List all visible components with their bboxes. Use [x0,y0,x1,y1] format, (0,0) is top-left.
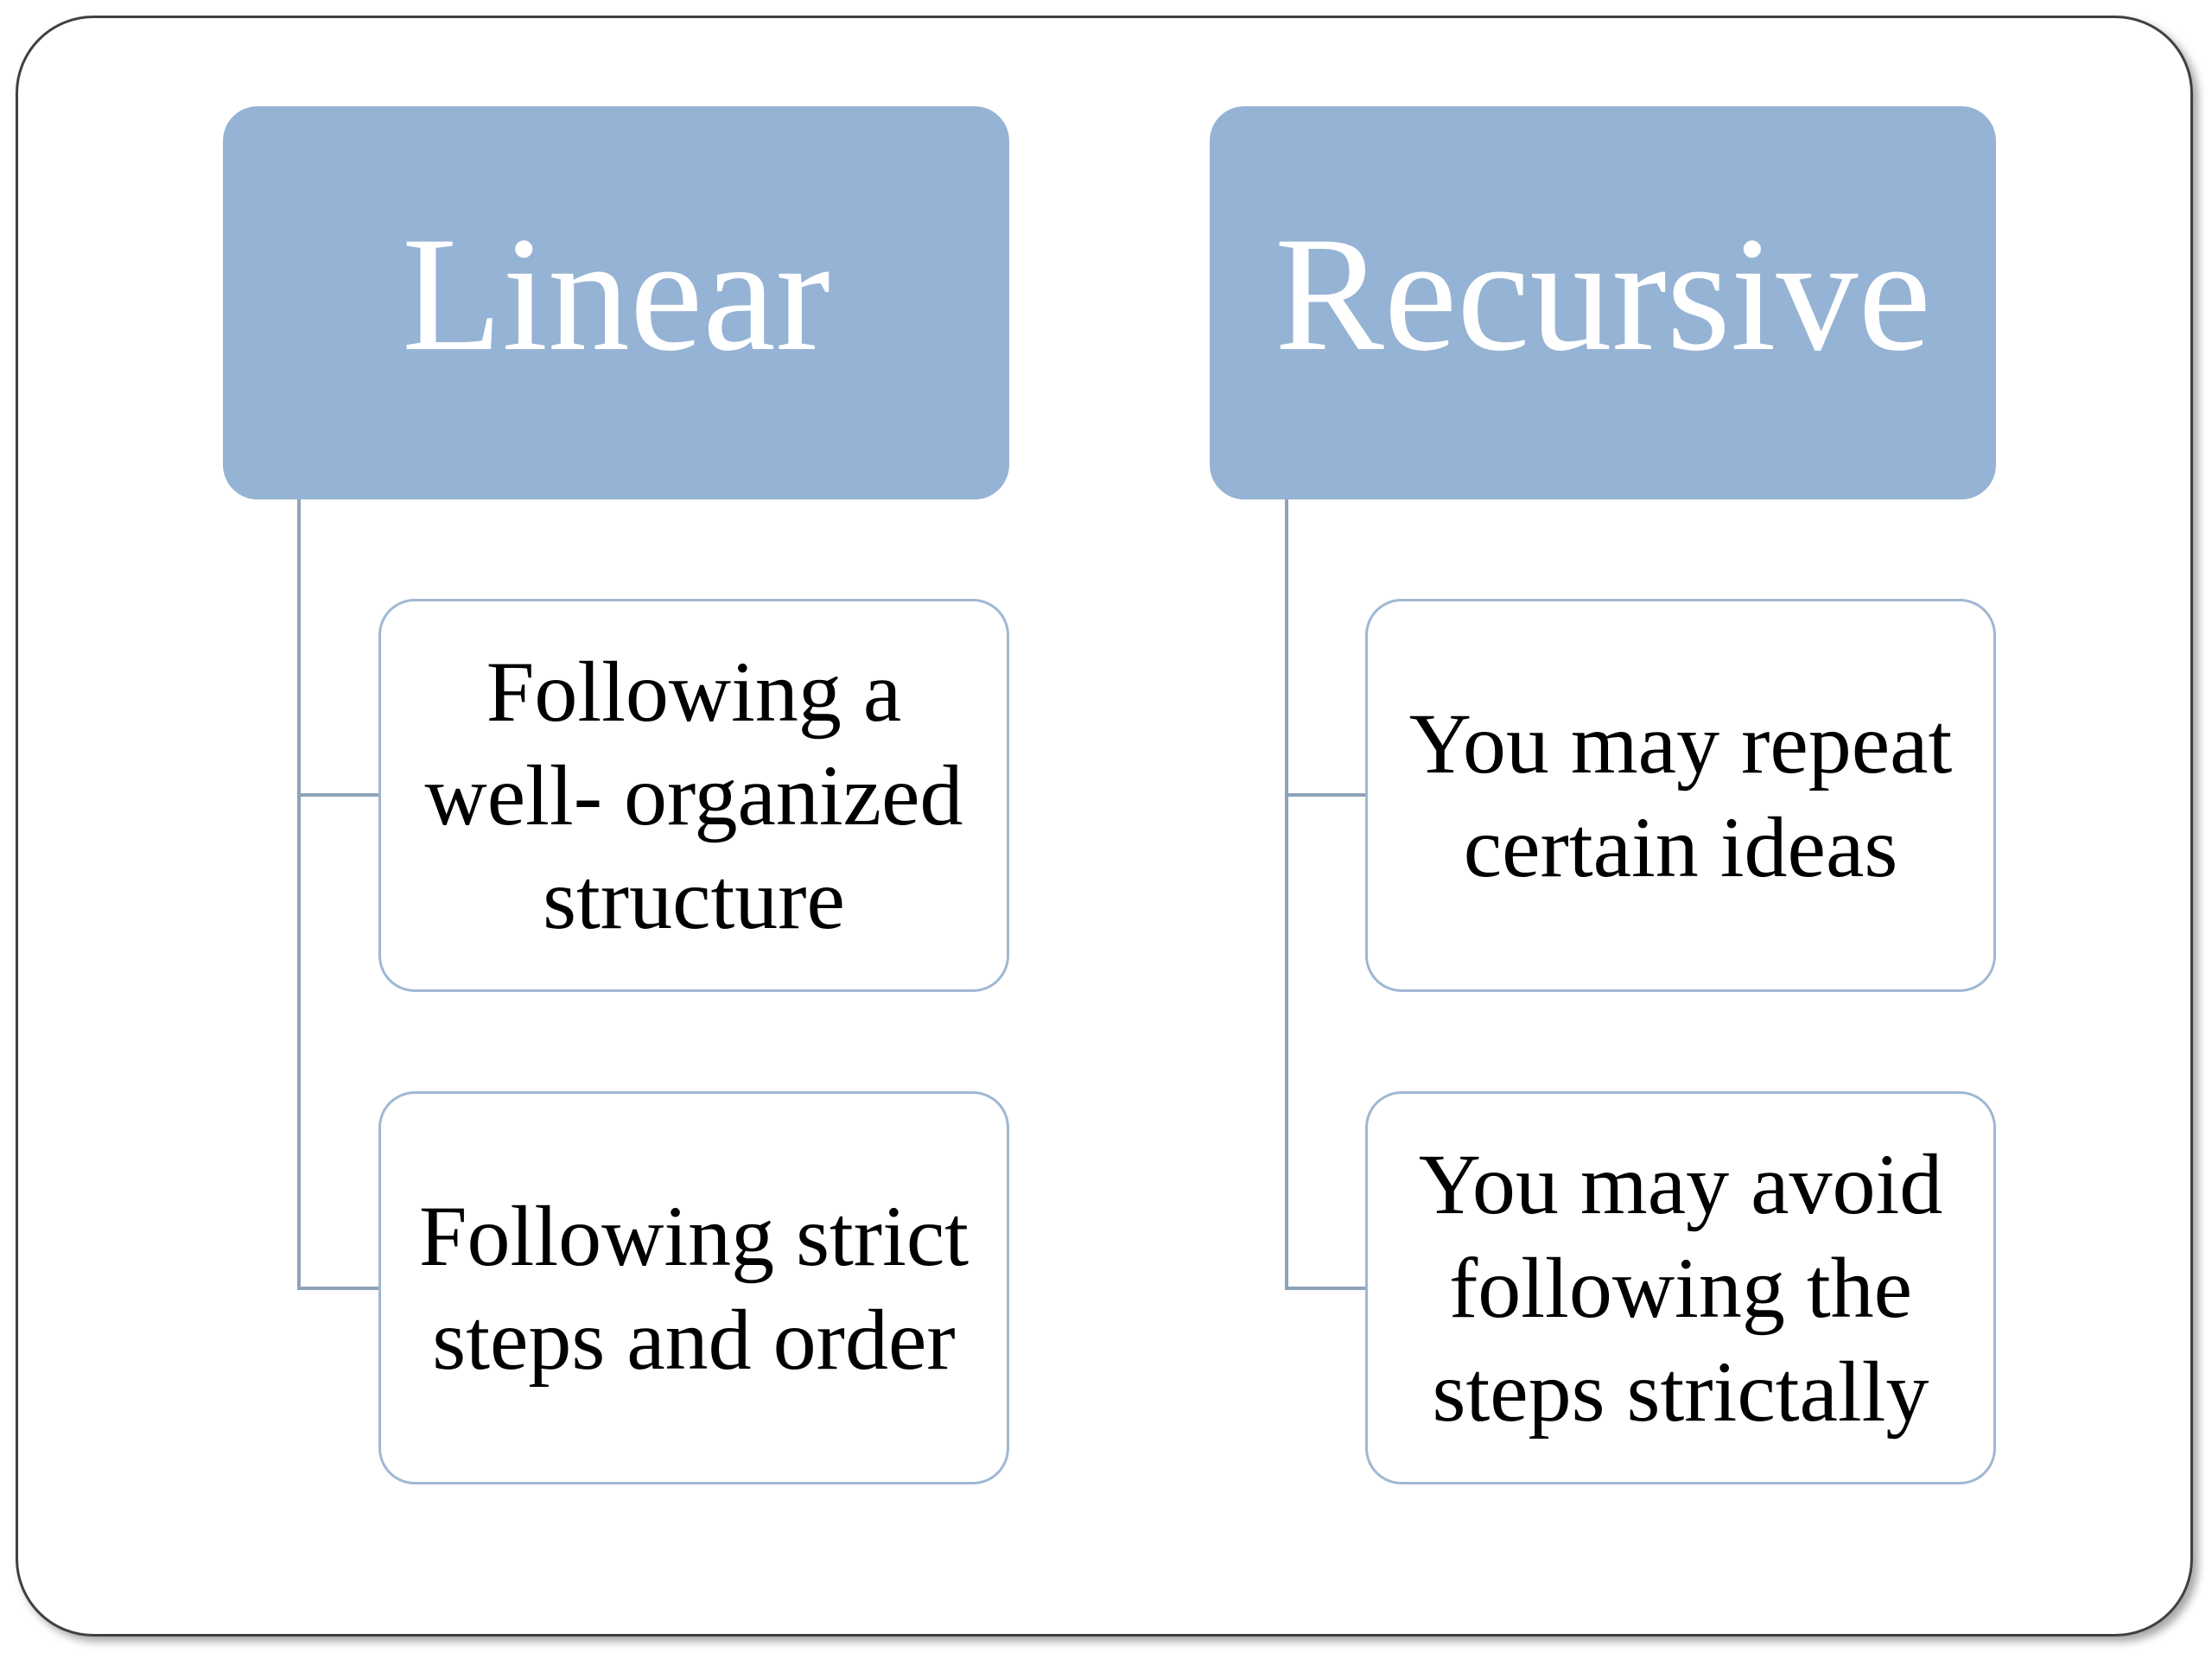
linear-header: Linear [223,106,1009,499]
recursive-item-1-line-2: certain ideas [1463,798,1898,895]
recursive-header: Recursive [1210,106,1996,499]
linear-item-2-line-1: Following strict [418,1187,969,1284]
linear-item-1-line-3: structure [543,850,845,947]
linear-item-2: Following strict steps and order [378,1091,1009,1484]
linear-connector-1 [297,793,378,797]
recursive-item-2: You may avoid following the steps strict… [1365,1091,1996,1484]
recursive-item-2-line-2: following the [1448,1239,1913,1336]
linear-connector-2 [297,1287,378,1290]
recursive-connector-1 [1285,793,1366,797]
linear-vertical-connector [297,499,301,1290]
linear-item-2-line-2: steps and order [432,1291,956,1388]
recursive-item-1: You may repeat certain ideas [1365,599,1996,992]
recursive-item-2-line-1: You may avoid [1418,1135,1943,1232]
linear-item-1-line-2: well- organized [424,747,963,843]
linear-item-1: Following a well- organized structure [378,599,1009,992]
recursive-connector-2 [1285,1287,1366,1290]
recursive-vertical-connector [1285,499,1288,1290]
recursive-item-2-line-3: steps strictally [1432,1343,1929,1440]
recursive-item-1-line-1: You may repeat [1408,695,1953,791]
recursive-header-label: Recursive [1274,203,1931,385]
linear-item-1-line-1: Following a [486,643,902,740]
linear-header-label: Linear [402,203,830,385]
